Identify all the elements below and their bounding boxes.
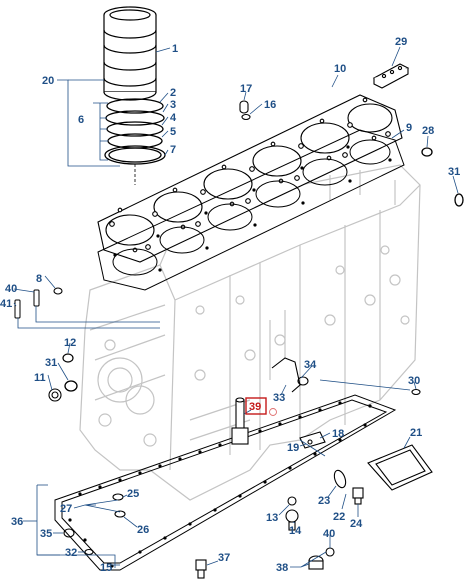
callout-37[interactable]: 37: [218, 552, 230, 564]
callout-2[interactable]: 2: [170, 87, 176, 99]
ring-26: [114, 510, 126, 518]
callout-31-right[interactable]: 31: [448, 166, 460, 178]
callout-8[interactable]: 8: [36, 273, 42, 285]
callout-36[interactable]: 36: [11, 516, 23, 528]
plug-37: [195, 559, 207, 579]
cylinder-liner: [103, 6, 157, 101]
callout-14[interactable]: 14: [289, 525, 302, 537]
callout-10[interactable]: 10: [334, 63, 346, 75]
bracket-29: [372, 63, 410, 89]
engine-block: [79, 164, 421, 501]
dowel-17: [239, 100, 249, 114]
cover-21: [367, 444, 433, 491]
callout-18[interactable]: 18: [332, 428, 344, 440]
callout-7[interactable]: 7: [170, 144, 176, 156]
ring-35: [63, 528, 75, 538]
callout-5[interactable]: 5: [170, 126, 176, 138]
callout-21[interactable]: 21: [410, 427, 422, 439]
liner-seal-rings: [104, 98, 166, 165]
callout-29[interactable]: 29: [395, 36, 407, 48]
oil-pan-gasket: [54, 394, 397, 571]
plug-11: [48, 388, 62, 402]
callout-4[interactable]: 4: [170, 112, 177, 124]
ring-32: [84, 548, 94, 556]
washer-13: [287, 496, 297, 506]
callout-40-bottom[interactable]: 40: [323, 528, 335, 540]
plug-38: [308, 555, 324, 570]
callout-3[interactable]: 3: [170, 99, 176, 111]
callout-35[interactable]: 35: [40, 528, 52, 540]
ring-8: [53, 287, 63, 295]
callout-20[interactable]: 20: [42, 75, 54, 87]
callout-32[interactable]: 32: [65, 547, 77, 559]
head-gasket-lower: [97, 129, 405, 291]
gasket-23: [333, 469, 347, 489]
plug-14: [285, 509, 299, 531]
callout-30[interactable]: 30: [408, 375, 420, 387]
head-gasket: [97, 94, 403, 263]
callout-16[interactable]: 16: [264, 99, 276, 111]
ring-25: [112, 493, 124, 501]
callout-6[interactable]: 6: [78, 114, 84, 126]
callout-23[interactable]: 23: [318, 495, 330, 507]
bracket-18-19: [299, 431, 326, 449]
callout-22[interactable]: 22: [333, 511, 345, 523]
highlight-box: [245, 397, 267, 415]
o-ring-31-left: [64, 380, 78, 392]
washer-30: [411, 388, 421, 396]
leader-lines: [13, 46, 459, 568]
tube-33-34: [271, 357, 309, 393]
callout-40-left[interactable]: 40: [5, 283, 17, 295]
o-ring-28: [421, 147, 433, 157]
callout-1[interactable]: 1: [172, 43, 178, 55]
callout-26[interactable]: 26: [137, 524, 149, 536]
callout-labels: 1 2 3 4 5 6 7 8 9 10 11 12 13 14 15 16 1…: [0, 36, 460, 574]
callout-24[interactable]: 24: [350, 518, 363, 530]
callout-28[interactable]: 28: [422, 125, 434, 137]
callout-27[interactable]: 27: [60, 503, 72, 515]
ring-12: [62, 353, 74, 363]
callout-13[interactable]: 13: [266, 512, 278, 524]
callout-11[interactable]: 11: [34, 372, 46, 384]
tube-39: [231, 397, 249, 445]
callout-34[interactable]: 34: [304, 359, 317, 371]
callout-15[interactable]: 15: [100, 562, 112, 574]
highlight-marker: [269, 408, 277, 416]
o-ring-31-right: [454, 193, 464, 207]
callout-39-highlighted[interactable]: 39: [249, 401, 261, 413]
plug-24: [352, 487, 364, 505]
pin-40-41: [14, 289, 40, 319]
callout-9[interactable]: 9: [406, 122, 412, 134]
callout-31-left[interactable]: 31: [45, 357, 57, 369]
ring-16: [241, 113, 251, 121]
callout-41[interactable]: 41: [0, 298, 12, 310]
callout-33[interactable]: 33: [273, 392, 285, 404]
callout-12[interactable]: 12: [64, 337, 76, 349]
callout-25[interactable]: 25: [127, 488, 139, 500]
callout-17[interactable]: 17: [240, 83, 252, 95]
callout-38[interactable]: 38: [276, 562, 288, 574]
callout-19[interactable]: 19: [287, 442, 299, 454]
washer-40: [325, 547, 335, 557]
